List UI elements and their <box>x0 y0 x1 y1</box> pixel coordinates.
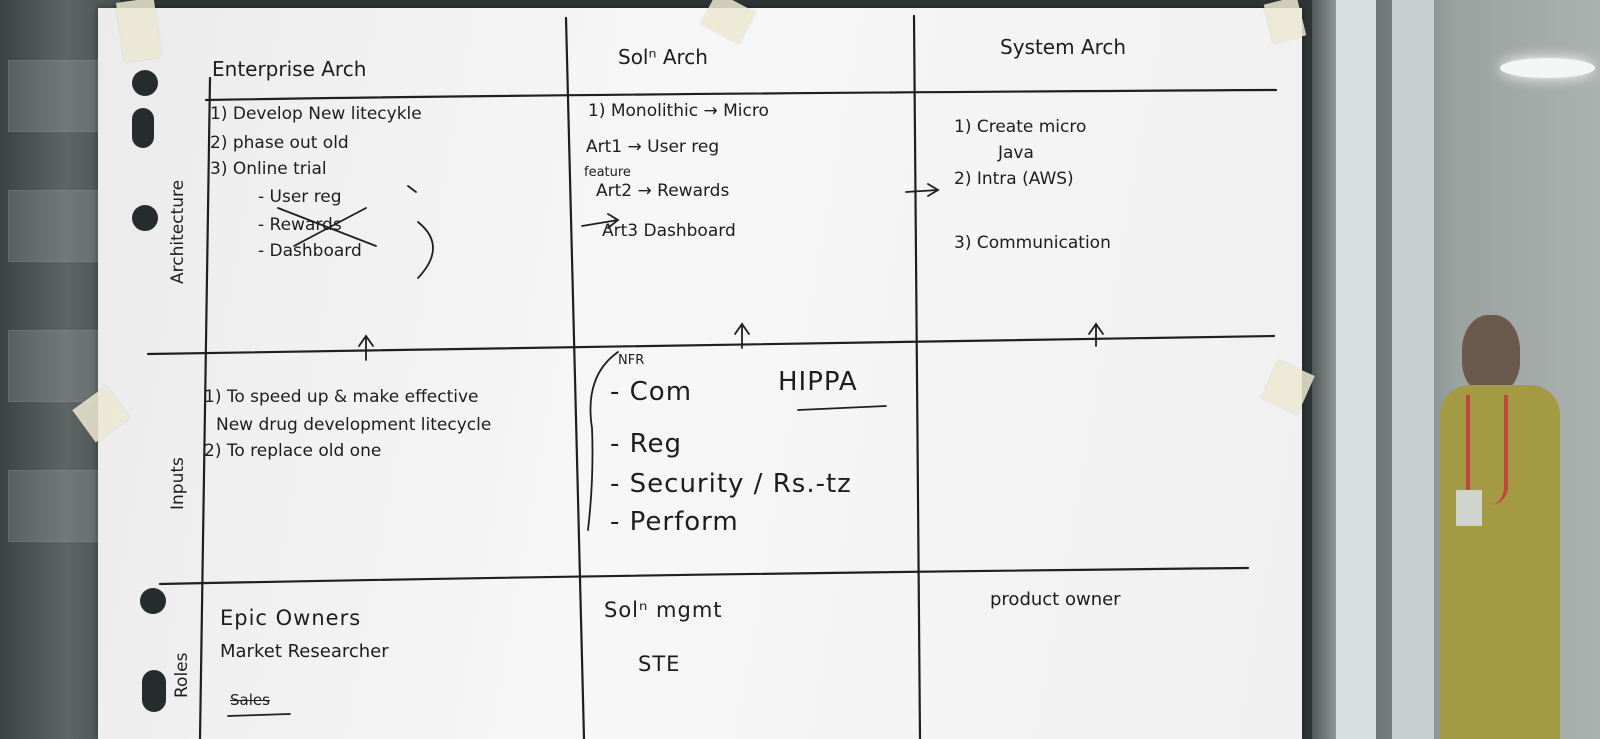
note-line: 3) Communication <box>954 233 1111 253</box>
row-label-inputs: Inputs <box>168 457 188 510</box>
note-line: 1) Create micro <box>954 117 1087 137</box>
paper-shading <box>98 8 1302 739</box>
grid-line <box>146 334 1276 356</box>
arrow-right-icon <box>581 213 620 229</box>
bracket-icon <box>407 185 417 193</box>
column-header-solution: Solⁿ Arch <box>618 45 708 69</box>
person-lanyard <box>1466 395 1508 505</box>
note-line: - Com <box>610 377 693 407</box>
note-line: - Dashboard <box>258 241 362 261</box>
punch-hole <box>132 205 158 231</box>
note-line: product owner <box>990 589 1121 610</box>
whiteboard-paper: Enterprise Arch Solⁿ Arch System Arch Ar… <box>98 8 1302 739</box>
person-head <box>1462 315 1520 393</box>
background-panel <box>8 60 106 132</box>
note-line: Market Researcher <box>220 641 389 662</box>
arrow-up-icon <box>1088 322 1104 347</box>
note-line: Sales <box>230 691 270 709</box>
punch-hole <box>140 588 166 614</box>
glass-frame-post <box>1392 0 1434 739</box>
note-line: HIPPA <box>778 367 858 397</box>
column-header-system: System Arch <box>1000 35 1127 59</box>
bracket-icon <box>417 221 434 279</box>
background-panel <box>8 470 106 542</box>
note-line: - User reg <box>258 187 342 207</box>
note-line: Epic Owners <box>220 606 362 630</box>
punch-hole <box>132 108 154 148</box>
arrow-right-icon <box>905 183 940 197</box>
person-torso <box>1440 385 1560 739</box>
person-reflection <box>1440 315 1560 739</box>
grid-line <box>564 16 586 739</box>
masking-tape <box>116 0 162 63</box>
cross-out-mark <box>293 207 367 247</box>
note-line: 1) Develop New litecykle <box>210 104 422 124</box>
note-line: - Security / Rs.-tz <box>610 469 852 499</box>
note-line: 3) Online trial <box>210 159 327 179</box>
note-line: NFR <box>618 353 645 368</box>
row-label-architecture: Architecture <box>168 179 188 284</box>
note-line: - Rewards <box>258 215 342 235</box>
note-line: Solⁿ mgmt <box>604 598 723 622</box>
note-line: Art2 → Rewards <box>596 181 730 201</box>
note-line: Java <box>998 143 1034 163</box>
note-line: feature <box>584 165 631 180</box>
row-label-roles: Roles <box>172 652 192 699</box>
punch-hole <box>132 70 158 96</box>
underline-mark <box>797 405 887 411</box>
note-line: Art1 → User reg <box>586 137 720 157</box>
grid-line <box>912 14 922 739</box>
glass-frame-post <box>1336 0 1376 739</box>
grid-line <box>158 566 1250 586</box>
note-line: 1) To speed up & make effective <box>204 387 479 407</box>
note-line: STE <box>638 652 681 676</box>
note-line: 2) To replace old one <box>204 441 382 461</box>
brace-icon <box>587 351 619 531</box>
background-panel <box>8 330 106 402</box>
grid-line <box>198 76 212 739</box>
grid-lines <box>146 14 1278 739</box>
arrow-up-icon <box>734 322 750 349</box>
note-line: - Perform <box>610 507 739 537</box>
cross-out-mark <box>277 207 377 247</box>
strike-mark <box>227 713 291 717</box>
arrow-up-icon <box>358 334 374 361</box>
grid-line <box>204 88 1278 102</box>
ceiling-light <box>1500 58 1595 78</box>
note-line: - Reg <box>610 429 683 459</box>
background-panel <box>8 190 106 262</box>
column-header-enterprise: Enterprise Arch <box>212 57 367 81</box>
note-line: New drug development litecycle <box>216 415 492 435</box>
note-line: 2) Intra (AWS) <box>954 169 1074 189</box>
note-line: 1) Monolithic → Micro <box>588 101 769 121</box>
note-line: Art3 Dashboard <box>602 221 736 241</box>
person-badge <box>1456 490 1482 526</box>
punch-hole <box>142 670 166 712</box>
note-line: 2) phase out old <box>210 133 349 153</box>
